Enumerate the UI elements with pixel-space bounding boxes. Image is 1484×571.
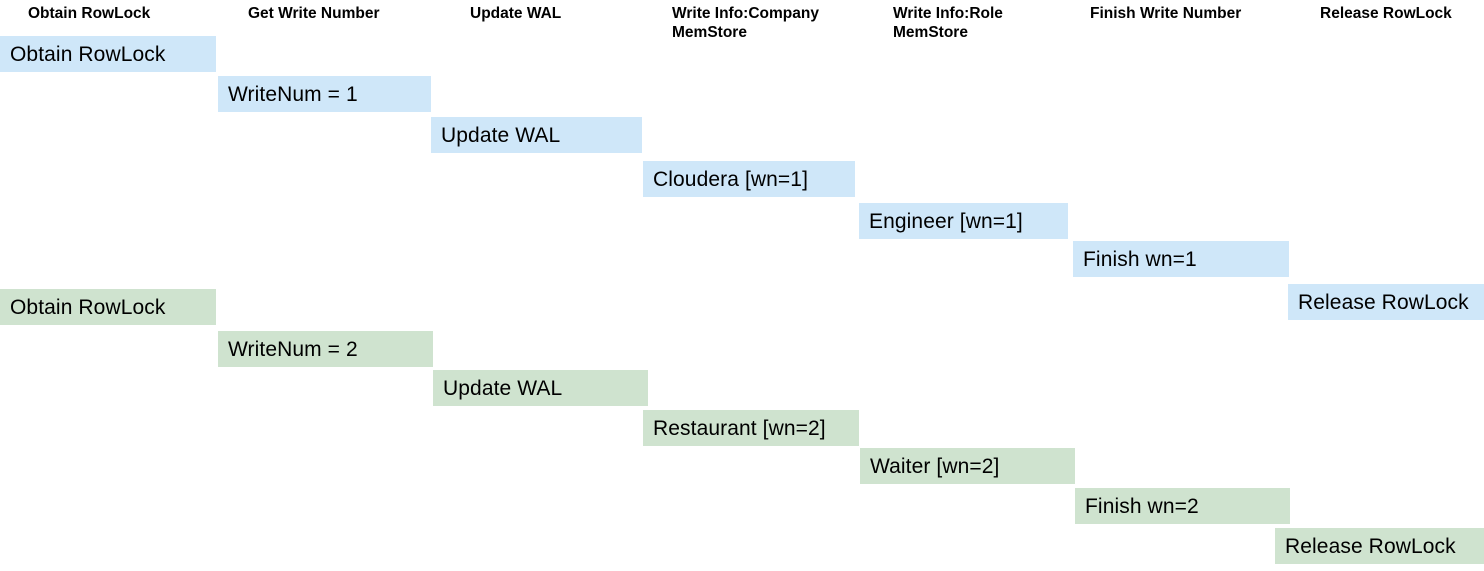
- step-role-2[interactable]: Waiter [wn=2]: [860, 448, 1075, 484]
- step-obtain-rowlock-1[interactable]: Obtain RowLock: [0, 36, 216, 72]
- step-write-number-1[interactable]: WriteNum = 1: [218, 76, 431, 112]
- step-write-number-2[interactable]: WriteNum = 2: [218, 331, 433, 367]
- step-company-1[interactable]: Cloudera [wn=1]: [643, 161, 855, 197]
- step-obtain-rowlock-2[interactable]: Obtain RowLock: [0, 289, 216, 325]
- step-release-rowlock-2[interactable]: Release RowLock: [1275, 528, 1484, 564]
- step-company-2[interactable]: Restaurant [wn=2]: [643, 410, 859, 446]
- column-header-write-info-company: Write Info:Company MemStore: [672, 5, 819, 41]
- step-finish-1[interactable]: Finish wn=1: [1073, 241, 1289, 277]
- column-header-release-rowlock: Release RowLock: [1320, 5, 1452, 22]
- step-finish-2[interactable]: Finish wn=2: [1075, 488, 1290, 524]
- column-header-obtain-rowlock: Obtain RowLock: [28, 5, 151, 22]
- column-header-finish-write-number: Finish Write Number: [1090, 5, 1242, 22]
- column-header-write-info-role: Write Info:Role MemStore: [893, 5, 1003, 41]
- step-update-wal-1[interactable]: Update WAL: [431, 117, 642, 153]
- column-header-update-wal: Update WAL: [470, 5, 562, 22]
- step-release-rowlock-1[interactable]: Release RowLock: [1288, 284, 1484, 320]
- step-update-wal-2[interactable]: Update WAL: [433, 370, 648, 406]
- step-role-1[interactable]: Engineer [wn=1]: [859, 203, 1068, 239]
- column-header-get-write-number: Get Write Number: [248, 5, 380, 22]
